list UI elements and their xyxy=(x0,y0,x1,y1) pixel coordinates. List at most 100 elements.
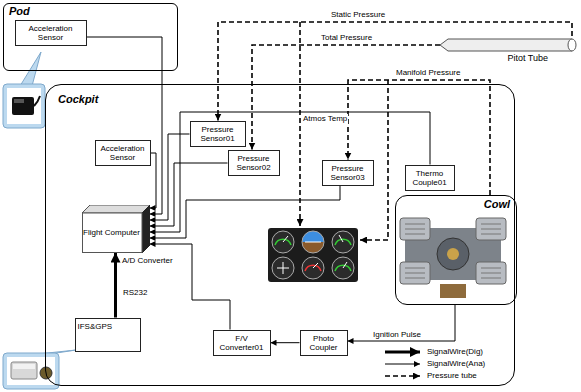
pitot-shape xyxy=(568,39,576,51)
gps-photo xyxy=(40,367,52,379)
pressure-tube xyxy=(218,22,572,121)
instrument-panel xyxy=(305,242,321,243)
region-heading: Cockpit xyxy=(46,85,514,113)
instrument-panel xyxy=(268,228,358,282)
sensor-photo xyxy=(14,99,24,103)
computer-shape xyxy=(82,205,150,213)
pitot-shape xyxy=(440,39,572,51)
instrument-panel xyxy=(335,239,351,245)
signal-label: Static Pressure xyxy=(330,10,386,20)
analog-wire xyxy=(348,305,456,341)
pressure-tube xyxy=(252,45,440,150)
legend-row: SignalWire(Ana) xyxy=(426,359,486,369)
analog-wire xyxy=(150,186,341,238)
region-heading: Pod xyxy=(4,4,177,18)
engine-photo xyxy=(437,238,469,270)
instrument-panel xyxy=(339,235,343,242)
node-label: Pressure Sensor03 xyxy=(325,164,371,182)
analog-wire xyxy=(150,112,431,232)
engine-photo xyxy=(440,284,466,298)
gps-photo xyxy=(13,364,35,369)
sensor-box: Pressure Sensor01 xyxy=(190,121,246,147)
computer-box: Flight Computer xyxy=(82,205,150,253)
sensor-box: Pressure Sensor02 xyxy=(228,150,280,176)
gps-photo xyxy=(3,350,76,389)
pitot-tube: Pitot Tube xyxy=(440,36,578,64)
instrument-panel xyxy=(335,265,351,271)
node-label: IFS&GPS xyxy=(78,322,138,331)
legend-row: SignalWire(Dig) xyxy=(426,347,484,357)
instrument-panel xyxy=(302,231,324,242)
instrument-panel xyxy=(302,231,324,253)
sensor-box: Pressure Sensor03 xyxy=(322,160,374,186)
engine-photo xyxy=(447,248,459,260)
signal-label: Manifold Pressure xyxy=(395,68,461,78)
node-label: Pressure Sensor01 xyxy=(193,125,243,143)
sensor-box: Thermo Couple01 xyxy=(405,165,455,191)
legend-sample xyxy=(385,375,420,377)
node-label: Acceleration Sensor xyxy=(18,24,84,42)
digital-wire xyxy=(114,253,117,318)
sensor-photo xyxy=(34,96,40,106)
instrument-panel xyxy=(302,257,324,279)
node-label: F/V Converter01 xyxy=(216,334,268,352)
cockpit-region: CockpitPressure Sensor01Pressure Sensor0… xyxy=(45,84,515,386)
pod-region: PodAcceleration Sensor xyxy=(3,3,178,71)
coupler-box: Photo Coupler xyxy=(300,330,348,356)
instrument-panel xyxy=(277,262,289,274)
label-anchor: Ignition Pulse xyxy=(372,330,422,340)
instrument-panel xyxy=(268,228,358,282)
engine-photo xyxy=(400,218,506,298)
node-label: Pitot Tube xyxy=(440,53,578,64)
instrument-panel xyxy=(275,239,291,245)
label-anchor: RS232 xyxy=(122,288,148,298)
converter-box: F/V Converter01 xyxy=(213,330,271,356)
node-label: Flight Computer xyxy=(82,213,142,253)
signal-label: Atmos Temp xyxy=(302,114,348,124)
node-label: Photo Coupler xyxy=(303,334,345,352)
legend-row: Pressure tube xyxy=(426,371,478,381)
instrument-panel xyxy=(332,257,354,279)
legend-text: SignalWire(Dig) xyxy=(426,347,484,357)
sensor-photo xyxy=(3,52,45,128)
legend-text: Pressure tube xyxy=(426,371,478,381)
analog-wire xyxy=(271,342,300,343)
sensor-photo xyxy=(20,52,41,86)
signal-label: Total Pressure xyxy=(320,33,373,43)
label-anchor: Total Pressure xyxy=(320,33,373,43)
label-anchor: A/D Converter xyxy=(121,256,174,266)
analog-wire xyxy=(150,163,228,226)
legend-text: SignalWire(Ana) xyxy=(426,359,486,369)
engine-photo xyxy=(405,224,501,278)
pressure-branch xyxy=(299,22,301,226)
node-label: Acceleration Sensor xyxy=(98,144,148,162)
converter-face xyxy=(142,205,150,253)
label-anchor: Static Pressure xyxy=(330,10,386,20)
sensor-photo xyxy=(12,97,34,115)
sensor-box: Acceleration Sensor xyxy=(15,20,87,46)
legend-sample xyxy=(385,351,420,354)
instrument-panel xyxy=(302,242,324,253)
signal-label: A/D Converter xyxy=(121,256,174,266)
pitot-shape xyxy=(440,36,578,52)
node-label: Thermo Couple01 xyxy=(408,169,452,187)
computer-shape xyxy=(82,213,142,253)
sensor-box: Acceleration Sensor xyxy=(95,140,151,166)
instrument-panel xyxy=(283,236,288,242)
instrument-panel xyxy=(332,231,354,253)
instrument-panel xyxy=(313,263,318,268)
instrument-panel xyxy=(272,231,294,253)
gps-photo xyxy=(3,353,59,389)
legend-sample xyxy=(385,364,420,365)
signal-label: Ignition Pulse xyxy=(372,330,422,340)
gps-photo xyxy=(7,357,55,385)
pressure-branch xyxy=(300,22,388,240)
label-anchor: Atmos Temp xyxy=(302,114,348,124)
sensor-photo xyxy=(7,88,41,124)
gps-photo xyxy=(11,362,37,379)
analog-wire xyxy=(150,134,190,220)
analog-wire xyxy=(87,37,163,214)
gps-box: IFS&GPS xyxy=(75,318,141,352)
instrument-panel xyxy=(272,257,294,279)
